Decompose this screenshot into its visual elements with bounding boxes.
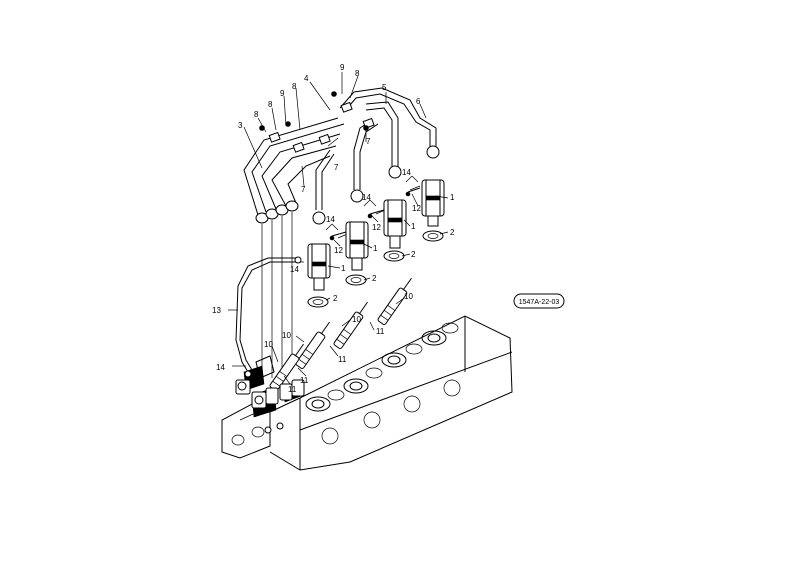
nozzle-holder-1 [307, 243, 331, 308]
callout-14a: 14 [402, 168, 411, 177]
part-code-label: 1547A-22-03 [519, 299, 560, 306]
callout-8b: 8 [292, 82, 297, 91]
callout-6: 6 [416, 97, 421, 106]
leak-off-pipe [235, 185, 421, 378]
callout-11a: 11 [376, 327, 385, 336]
callout-8c: 8 [268, 100, 273, 109]
callout-7c: 7 [301, 185, 306, 194]
callout-numbers: 3 4 5 6 9 9 8 8 8 8 7 7 7 1 1 1 1 2 2 2 … [212, 63, 455, 394]
callout-7b: 7 [334, 163, 339, 172]
callout-9b: 9 [280, 89, 285, 98]
callout-12b: 12 [372, 223, 381, 232]
leak-off-fittings [329, 187, 421, 241]
callout-4: 4 [304, 74, 309, 83]
callout-5: 5 [382, 83, 387, 92]
callout-2a: 2 [450, 228, 455, 237]
callout-12c: 12 [334, 246, 343, 255]
callout-1d: 1 [341, 264, 346, 273]
callout-10d: 10 [264, 340, 273, 349]
nozzle-holder-3 [383, 199, 407, 262]
callout-13: 13 [212, 306, 221, 315]
part-code-box: 1547A-22-03 [513, 293, 565, 309]
callout-10c: 10 [282, 331, 291, 340]
callout-9a: 9 [340, 63, 345, 72]
pump-outlet-block [235, 355, 305, 409]
callout-1c: 1 [373, 244, 378, 253]
callout-2b: 2 [411, 250, 416, 259]
glow-plugs [269, 277, 412, 391]
callout-7a: 7 [366, 137, 371, 146]
callout-11d: 11 [288, 385, 297, 394]
callout-1a: 1 [450, 193, 455, 202]
callout-leaders [228, 72, 449, 385]
callout-2c: 2 [372, 274, 377, 283]
callout-14b: 14 [362, 193, 371, 202]
callout-10a: 10 [404, 292, 413, 301]
callout-10b: 10 [352, 315, 361, 324]
callout-11b: 11 [338, 355, 347, 364]
nozzle-holder-2 [345, 221, 369, 286]
callout-1b: 1 [411, 222, 416, 231]
callout-2d: 2 [333, 294, 338, 303]
callout-12a: 12 [412, 204, 421, 213]
callout-8d: 8 [254, 110, 259, 119]
callout-11c: 11 [300, 376, 309, 385]
callout-8a: 8 [355, 69, 360, 78]
injection-pipes [243, 87, 440, 380]
callout-14e: 14 [216, 363, 225, 372]
callout-14d: 14 [290, 265, 299, 274]
nozzle-holder-4 [421, 179, 445, 242]
callout-3: 3 [238, 121, 243, 130]
callout-14c: 14 [326, 215, 335, 224]
